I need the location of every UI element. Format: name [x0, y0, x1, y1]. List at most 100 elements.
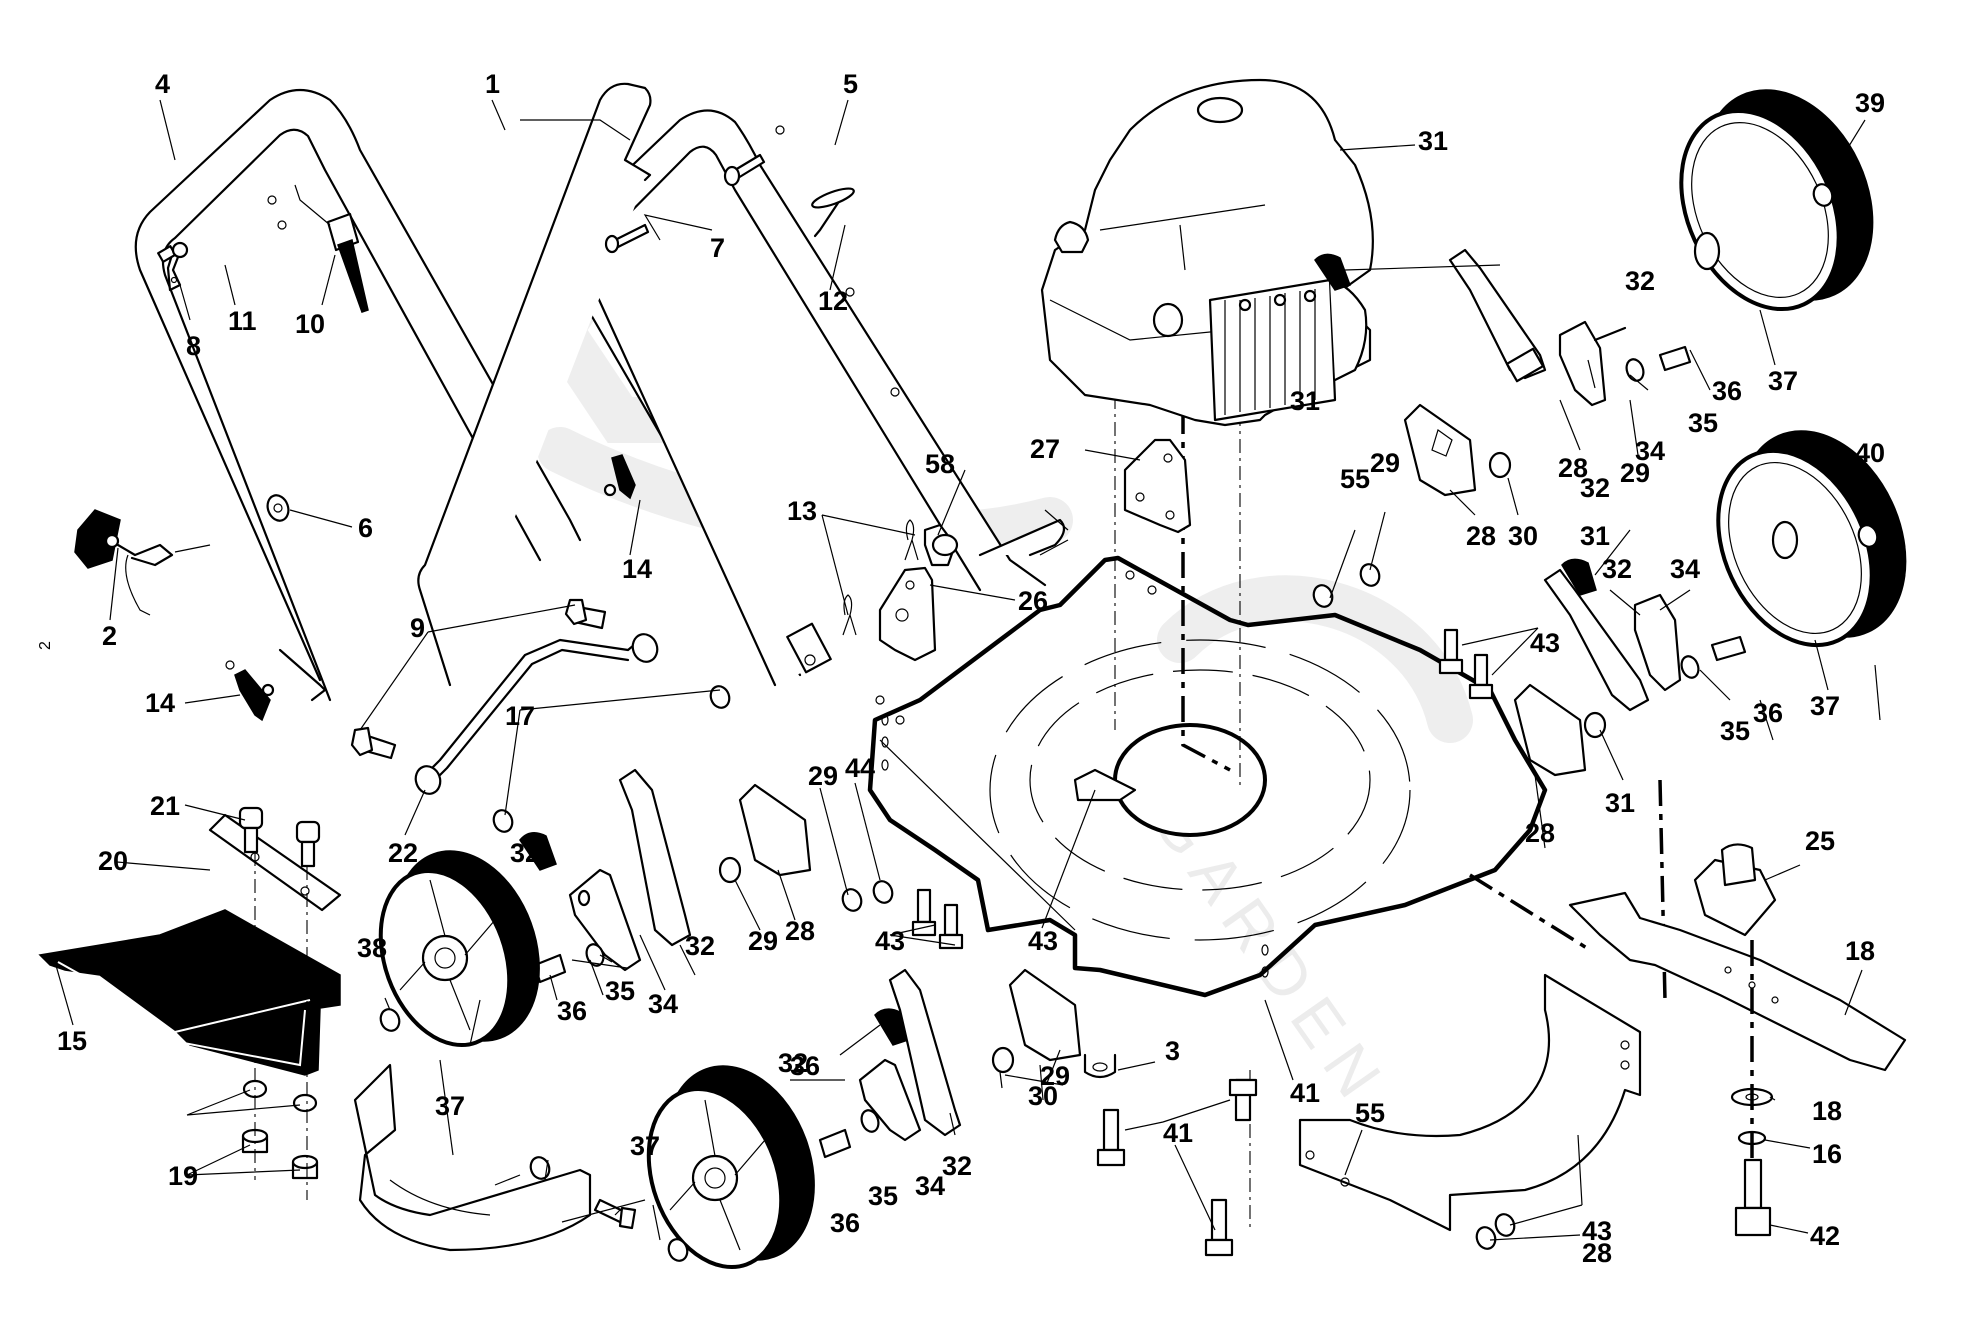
- callout-37-front-center-b: 37: [630, 1131, 660, 1161]
- callout-35-rear-right: 36: [1712, 376, 1742, 406]
- callout-20: 18: [1845, 936, 1875, 966]
- height-adjuster-set-front-center: [818, 968, 1082, 1159]
- callout-37-rear-right: 39: [1855, 88, 1885, 118]
- callout-24-rear: 28: [1466, 521, 1496, 551]
- screw: [911, 628, 1494, 950]
- callout-24-rear-right: 28: [1558, 453, 1588, 483]
- height-adjuster-set-rear-right-lower: [1513, 558, 1747, 777]
- callout-5: 5: [843, 69, 858, 99]
- callout-32-front-left: 32: [510, 838, 540, 868]
- washer: [242, 1079, 318, 1113]
- cable-clamp: [923, 523, 959, 567]
- callout-25: 25: [1805, 826, 1835, 856]
- callout-35-rear-right-lower: 36: [1753, 698, 1783, 728]
- leader-lines: [54, 99, 1881, 1241]
- callout-2: 2: [102, 621, 117, 651]
- callout-16: 16: [1812, 1139, 1842, 1169]
- hex-nut: [241, 1128, 319, 1180]
- callout-1: 1: [485, 69, 500, 99]
- cable-tie: [811, 187, 855, 238]
- callout-32-rear-right-top: 32: [1625, 266, 1655, 296]
- callout-43-lower: 43: [1582, 1216, 1612, 1246]
- callout-12: 12: [818, 286, 848, 316]
- page-number: 2: [37, 641, 54, 650]
- callout-4: 4: [155, 69, 170, 99]
- handle-nut: [266, 494, 290, 522]
- watermark-text: GARDEN: [1139, 787, 1403, 1121]
- control-bar: [417, 82, 652, 687]
- callout-17: 17: [505, 701, 535, 731]
- callout-34-front-center: 35: [868, 1181, 898, 1211]
- callout-15: 15: [57, 1026, 87, 1056]
- callout-31-rear-right-b: 32: [1580, 473, 1610, 503]
- callout-28-lower: 28: [1582, 1238, 1612, 1268]
- callout-36-front-center-b: 36: [790, 1051, 820, 1081]
- handle-bolt: [604, 153, 766, 254]
- callout-30: 31: [1418, 126, 1448, 156]
- discharge-chute: [38, 909, 341, 1076]
- callout-3: 3: [1165, 1036, 1180, 1066]
- bolt: [238, 806, 321, 868]
- callout-35-front-center: 36: [830, 1208, 860, 1238]
- callout-31-front-left: 32: [685, 931, 715, 961]
- shoulder-bolt: [350, 598, 607, 760]
- callout-43-front: 44: [845, 753, 875, 783]
- callout-24-front-left: 28: [785, 916, 815, 946]
- front-skirt: [353, 1063, 592, 1252]
- callout-8: 8: [186, 331, 201, 361]
- control-cable: [294, 184, 369, 313]
- callout-34-rear-right: 35: [1688, 408, 1718, 438]
- callout-24-front-center: 29: [1040, 1061, 1070, 1091]
- engine-bolt: [1096, 1078, 1258, 1257]
- callout-33-front-left: 34: [648, 989, 678, 1019]
- callout-28-front: 29: [808, 761, 838, 791]
- callout-14-right: 14: [622, 554, 652, 584]
- callout-23: 22: [388, 838, 418, 868]
- callout-33-rear-right: 34: [1635, 436, 1665, 466]
- blade: [1568, 891, 1907, 1072]
- callout-6: 6: [358, 513, 373, 543]
- callout-35-front-left: 36: [557, 996, 587, 1026]
- callout-21: 20: [98, 846, 128, 876]
- callout-29-rear: 30: [1508, 521, 1538, 551]
- guide-screw: [157, 241, 189, 263]
- handle-bracket-right: [1123, 438, 1192, 534]
- callout-9: 9: [410, 613, 425, 643]
- callout-labels-lower: 17 18 16 42 59 58 43 28 55 41 41 3 30 29…: [37, 641, 1842, 1268]
- bolt: [593, 1198, 637, 1230]
- callout-19: 19: [168, 1161, 198, 1191]
- callout-44: 58: [925, 449, 955, 479]
- callout-31-rear-right-lower: 32: [1602, 554, 1632, 584]
- wheel-nut: [379, 183, 1879, 1262]
- callout-36-front-left: 37: [435, 1091, 465, 1121]
- callout-11: 11: [228, 306, 257, 336]
- callout-32-front-center: 32: [778, 1048, 808, 1078]
- height-adjuster-set-front-left: [519, 768, 812, 984]
- callout-33-front-center: 34: [915, 1171, 945, 1201]
- rear-baffle: [1298, 973, 1642, 1232]
- cable-clip: [1083, 1053, 1117, 1079]
- wheel: [1679, 89, 1874, 312]
- callout-27: 27: [1030, 434, 1060, 464]
- callout-41-rear: 43: [1530, 628, 1560, 658]
- callout-29-front-left: 29: [748, 926, 778, 956]
- blade-adapter: [1693, 843, 1777, 937]
- callout-29-front-center: 30: [1028, 1081, 1058, 1111]
- handle-bracket-left: [878, 566, 937, 662]
- callout-37-rear-right-lower: 40: [1855, 438, 1885, 468]
- chute-bracket: [208, 813, 342, 912]
- callout-26: 26: [1018, 586, 1048, 616]
- callout-28-rear-b: 29: [1370, 448, 1400, 478]
- callout-33-rear-right-lower: 34: [1670, 554, 1700, 584]
- callout-18-text: 18: [1812, 1096, 1842, 1126]
- engine: [1040, 78, 1374, 427]
- callout-29-rear-lower: 31: [1605, 788, 1635, 818]
- callout-37-front-left: 38: [357, 933, 387, 963]
- wheel: [646, 1065, 815, 1270]
- callout-40: 42: [1810, 1221, 1840, 1251]
- axle-link: [414, 633, 659, 795]
- wheel: [378, 850, 540, 1048]
- callout-31-front-center: 32: [942, 1151, 972, 1181]
- wheel: [1716, 430, 1907, 648]
